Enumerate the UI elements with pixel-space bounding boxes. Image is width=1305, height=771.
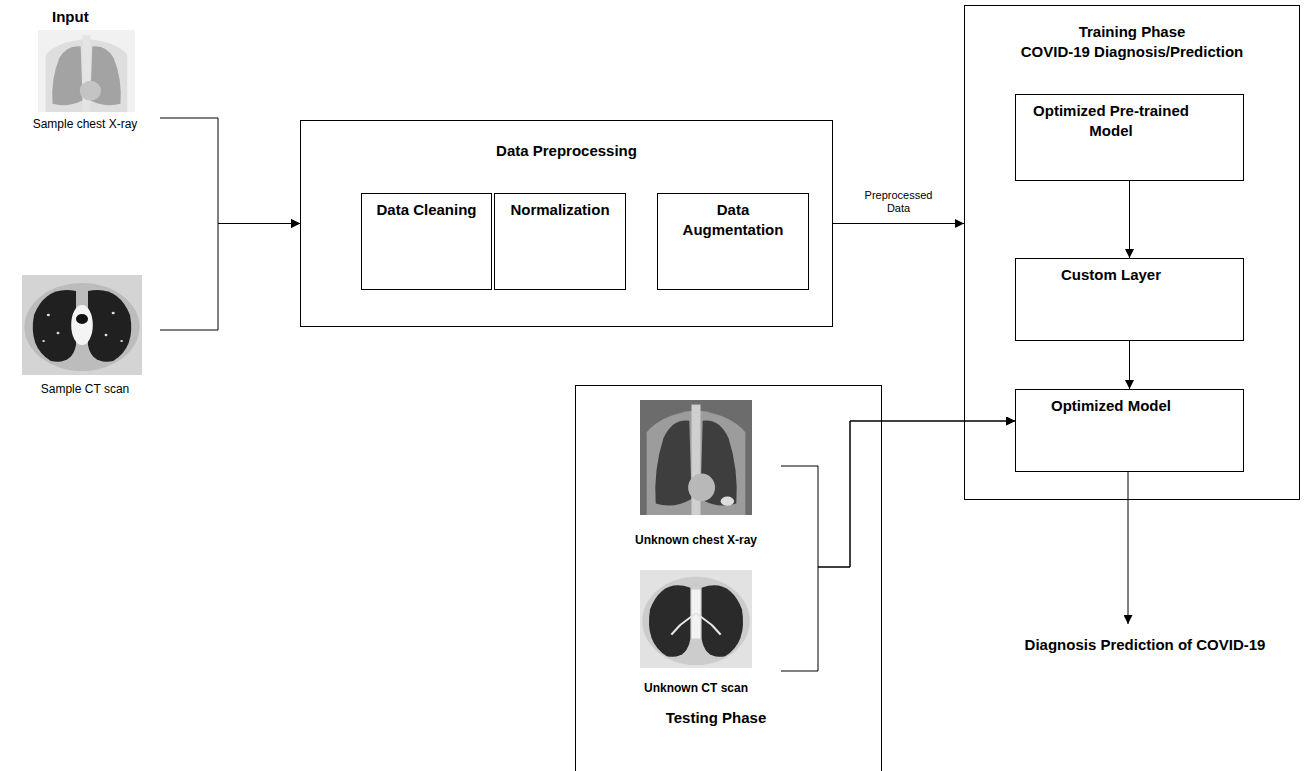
text-block: Testing Phase [646,708,786,728]
process-box: Normalization [494,193,626,290]
text-block: Custom Layer [1016,259,1206,291]
ct-scan-image [22,275,142,375]
image-caption: Sample CT scan [41,382,129,396]
flow-arrow [1129,341,1130,389]
image-caption: Unknown chest X-ray [635,533,757,547]
flow-arrow [160,118,300,224]
group-heading: Training Phase [965,22,1299,42]
model-box: Optimized Pre-trained Model [1015,94,1244,181]
ct-scan-image [640,570,752,668]
text-block: Unknown CT scan [644,681,748,696]
box-label: Data Augmentation [668,200,798,241]
model-box: Optimized Model [1015,389,1244,472]
flow-arrow [1129,181,1130,258]
process-box: Data Augmentation [657,193,809,290]
layer-box: Custom Layer [1015,258,1244,341]
phase-panel: Optimized Pre-trained ModelCustom LayerO… [964,5,1300,500]
text-block: Training PhaseCOVID-19 Diagnosis/Predict… [965,6,1299,63]
text-block: Optimized Model [1016,390,1206,422]
section-title: Input [52,8,132,25]
text-block: Data Preprocessing [301,121,832,161]
text-block: Data Augmentation [658,194,808,247]
image-caption: Unknown CT scan [644,681,748,695]
output-arrow [1128,471,1129,624]
flow-arrow [781,421,1015,671]
process-box: Data Cleaning [361,193,492,290]
box-label: Optimized Pre-trained Model [1026,101,1196,142]
output-label: Diagnosis Prediction of COVID-19 [1000,636,1290,653]
sample-image: Sample chest X-ray [10,28,160,132]
image-caption: Sample chest X-ray [33,117,138,131]
group-heading: COVID-19 Diagnosis/Prediction [965,42,1299,62]
box-label: Custom Layer [1026,265,1196,285]
box-label: Optimized Model [1026,396,1196,416]
text-block: Optimized Pre-trained Model [1016,95,1206,148]
text-block: Sample chest X-ray [33,117,138,132]
box-label: Data Cleaning [372,200,481,220]
text-block: Normalization [495,194,625,226]
box-label: Normalization [505,200,615,220]
chest-xray-image [640,400,752,515]
group-heading: Data Preprocessing [301,141,832,161]
process-group: Data Cleaning Normalization Data Augmentat… [300,120,833,327]
unknown-image: Unknown CT scan [611,566,781,696]
chest-xray-image [38,30,135,112]
edge-label: Preprocessed Data [857,188,941,216]
flow-arrow [160,224,300,331]
flow-arrow [781,421,1015,567]
phase-panel: Unknown chest X-rayUnknown CT scanTestin… [575,385,882,771]
flow-arrow [833,223,964,224]
text-block: Unknown chest X-ray [635,533,757,548]
sample-image: Sample CT scan [10,275,160,397]
group-heading: Testing Phase [646,708,786,728]
text-block: Sample CT scan [41,382,129,397]
unknown-image: Unknown chest X-ray [611,398,781,548]
text-block: Data Cleaning [362,194,491,226]
